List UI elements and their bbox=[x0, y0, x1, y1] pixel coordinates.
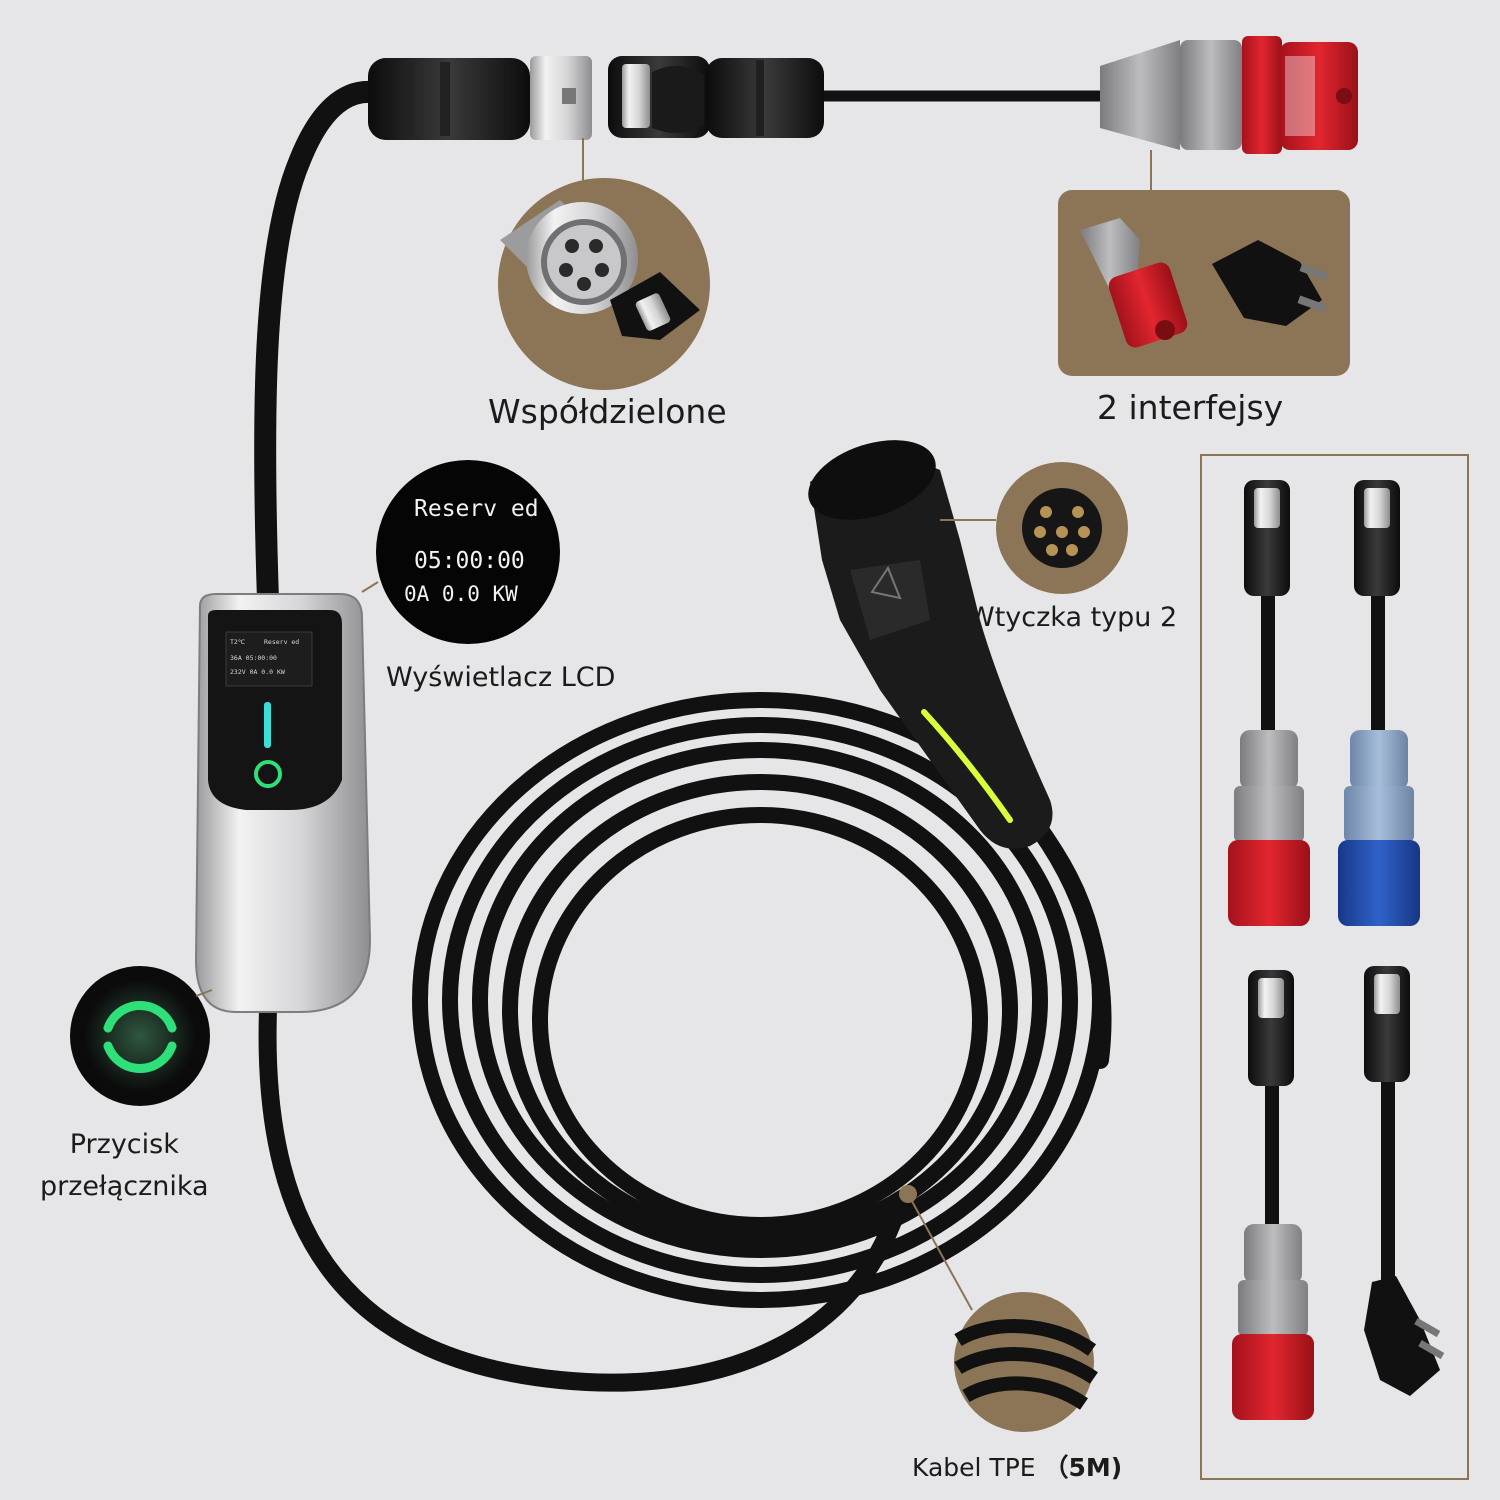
lcd-zoom bbox=[361, 460, 560, 644]
type2-socket-zoom bbox=[940, 462, 1128, 594]
switch-button-zoom bbox=[70, 966, 213, 1106]
label-cable-text: Kabel TPE bbox=[912, 1453, 1036, 1482]
label-switch-line2: przełącznika bbox=[40, 1171, 209, 1202]
label-cable-length: （5M) bbox=[1043, 1453, 1123, 1482]
industrial-plug-red-top bbox=[1100, 36, 1358, 154]
adapter-black-to-blue bbox=[1338, 480, 1420, 926]
shared-connector-zoom bbox=[498, 178, 710, 390]
adapter-black-to-schuko bbox=[1364, 966, 1445, 1396]
adapter-black-to-red-2 bbox=[1232, 970, 1314, 1420]
type2-plug bbox=[808, 440, 1053, 849]
label-interfaces: 2 interfejsy bbox=[1097, 388, 1284, 427]
mini-lcd-temp: T2℃ bbox=[230, 638, 246, 646]
label-switch-button: Przycisk przełącznika bbox=[40, 1124, 209, 1208]
shared-connector-male bbox=[608, 56, 824, 138]
mini-lcd-line3: 232V 0A 0.0 KW bbox=[230, 668, 285, 676]
control-box bbox=[194, 593, 372, 1013]
lcd-zoom-time: 05:00:00 bbox=[414, 548, 525, 574]
label-lcd: Wyświetlacz LCD bbox=[386, 662, 616, 693]
lcd-zoom-status: Reserv ed bbox=[414, 496, 539, 522]
tpe-cable-zoom bbox=[899, 1185, 1098, 1432]
lcd-zoom-readout: 0A 0.0 KW bbox=[404, 582, 518, 606]
top-cable bbox=[254, 80, 383, 611]
label-cable: Kabel TPE （5M) bbox=[912, 1448, 1122, 1484]
warning-triangle-icon bbox=[870, 565, 902, 600]
label-switch-line1: Przycisk bbox=[69, 1129, 179, 1160]
mini-lcd-status: Reserv ed bbox=[264, 638, 300, 646]
adapter-variants-box bbox=[1200, 454, 1469, 1480]
label-type2-plug: Wtyczka typu 2 bbox=[968, 602, 1178, 633]
label-shared: Współdzielone bbox=[488, 392, 727, 431]
coiled-cable bbox=[258, 692, 1112, 1392]
interfaces-panel bbox=[1058, 190, 1350, 376]
mini-lcd-line2: 36A 05:00:00 bbox=[230, 654, 277, 662]
adapter-black-to-red bbox=[1228, 480, 1310, 926]
shared-connector-female bbox=[368, 56, 592, 140]
